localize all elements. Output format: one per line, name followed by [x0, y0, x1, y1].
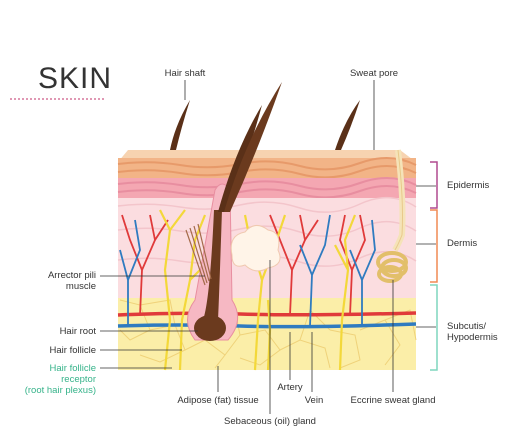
hair-right — [335, 100, 360, 150]
label-dermis: Dermis — [447, 238, 477, 249]
hair-left — [170, 100, 190, 150]
label-vein: Vein — [305, 395, 324, 406]
label-sweat-pore: Sweat pore — [350, 68, 398, 79]
label-hair-follicle: Hair follicle — [50, 345, 96, 356]
label-hair-shaft: Hair shaft — [165, 68, 206, 79]
dermis-bracket — [430, 210, 437, 282]
label-hair-follicle-receptor: Hair follicle receptor (root hair plexus… — [25, 363, 96, 396]
label-eccrine-gland: Eccrine sweat gland — [350, 395, 435, 406]
label-sebaceous-gland: Sebaceous (oil) gland — [224, 416, 316, 427]
subcutis-bracket — [430, 285, 437, 370]
subcutis-layer — [118, 298, 416, 370]
artery-horizontal — [118, 313, 416, 315]
label-subcutis: Subcutis/ Hypodermis — [447, 321, 498, 343]
label-epidermis: Epidermis — [447, 180, 489, 191]
label-hair-root: Hair root — [60, 326, 96, 337]
epidermis-layer — [118, 158, 416, 198]
label-arrector-pili: Arrector pili muscle — [48, 270, 96, 292]
label-artery: Artery — [277, 382, 302, 393]
label-adipose: Adipose (fat) tissue — [177, 395, 258, 406]
epidermis-bracket — [430, 162, 437, 208]
